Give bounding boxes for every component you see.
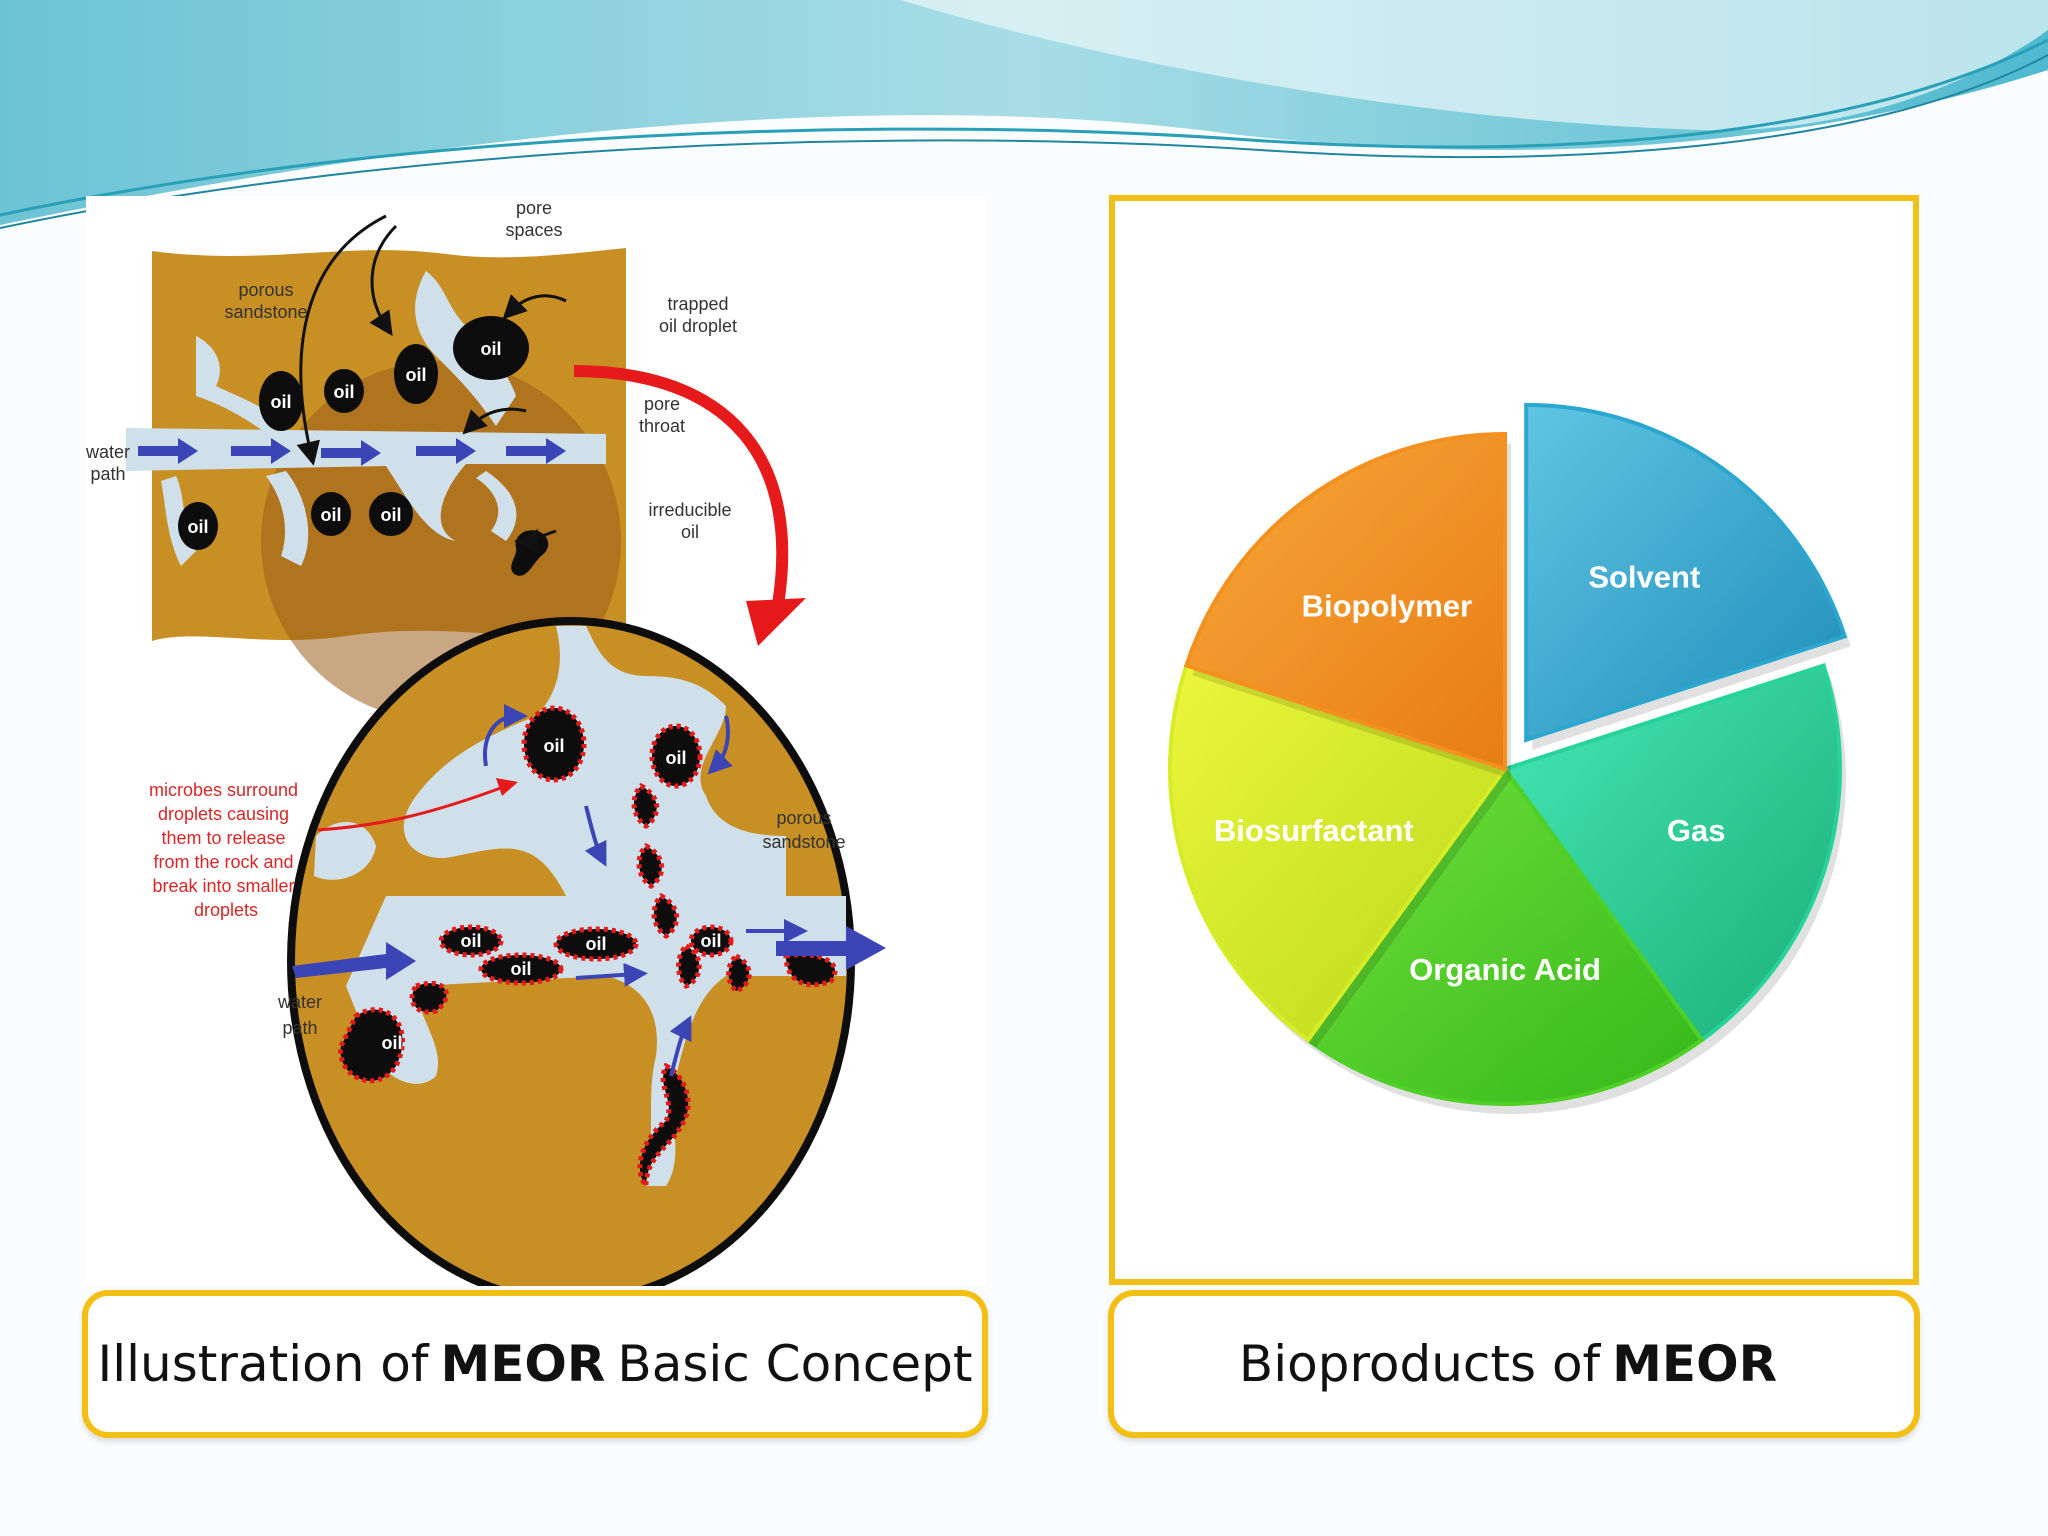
pie-label-gas: Gas — [1667, 813, 1726, 848]
top-flow-arrows — [138, 438, 566, 466]
caption-right-bold: MEOR — [1612, 1335, 1778, 1393]
pie-label-organic-acid: Organic Acid — [1409, 952, 1601, 987]
bottom-water-channels — [314, 626, 846, 1186]
bottom-flow-arrows — [292, 926, 886, 980]
caption-right-pre: Bioproducts of — [1238, 1335, 1601, 1393]
pie-slice-biosurfactant — [1168, 662, 1509, 1043]
top-wave-decoration — [0, 0, 2048, 229]
pie-label-solvent: Solvent — [1588, 559, 1700, 594]
caption-meor-concept: Illustration of MEOR Basic Concept — [82, 1290, 988, 1438]
magnify-arrow — [573, 365, 789, 618]
oil-label: oil — [586, 934, 607, 954]
oil-label: oil — [382, 1033, 403, 1053]
caption-left-post: Basic Concept — [617, 1335, 973, 1393]
oil-label: oil — [271, 392, 292, 412]
caption-left-bold: MEOR — [440, 1335, 606, 1393]
oil-label: oil — [481, 339, 502, 359]
oil-label: oil — [666, 748, 687, 768]
oil-label: oil — [544, 736, 565, 756]
bottom-oil-droplets — [338, 705, 838, 1194]
oil-label: oil — [461, 931, 482, 951]
pie-slice-gas — [1501, 662, 1842, 1043]
top-water-channel — [126, 428, 606, 541]
oil-label: oil — [406, 365, 427, 385]
oil-label: oil — [334, 382, 355, 402]
caption-bioproducts: Bioproducts of MEOR — [1108, 1290, 1920, 1438]
pie-slice-organic-acid — [1305, 765, 1705, 1106]
pie-label-biosurfactant: Biosurfactant — [1214, 813, 1414, 848]
label-microbes: microbes surround droplets causing them … — [149, 780, 303, 920]
oil-label: oil — [381, 505, 402, 525]
oil-label: oil — [511, 959, 532, 979]
top-oil-droplets — [178, 316, 549, 576]
oil-label: oil — [321, 505, 342, 525]
caption-left-pre: Illustration of — [97, 1335, 429, 1393]
pie-label-biopolymer: Biopolymer — [1302, 588, 1473, 623]
pie-slice-biopolymer — [1183, 431, 1507, 772]
oil-label: oil — [701, 931, 722, 951]
oil-label: oil — [188, 517, 209, 537]
pie-slice-solvent — [1524, 402, 1848, 743]
